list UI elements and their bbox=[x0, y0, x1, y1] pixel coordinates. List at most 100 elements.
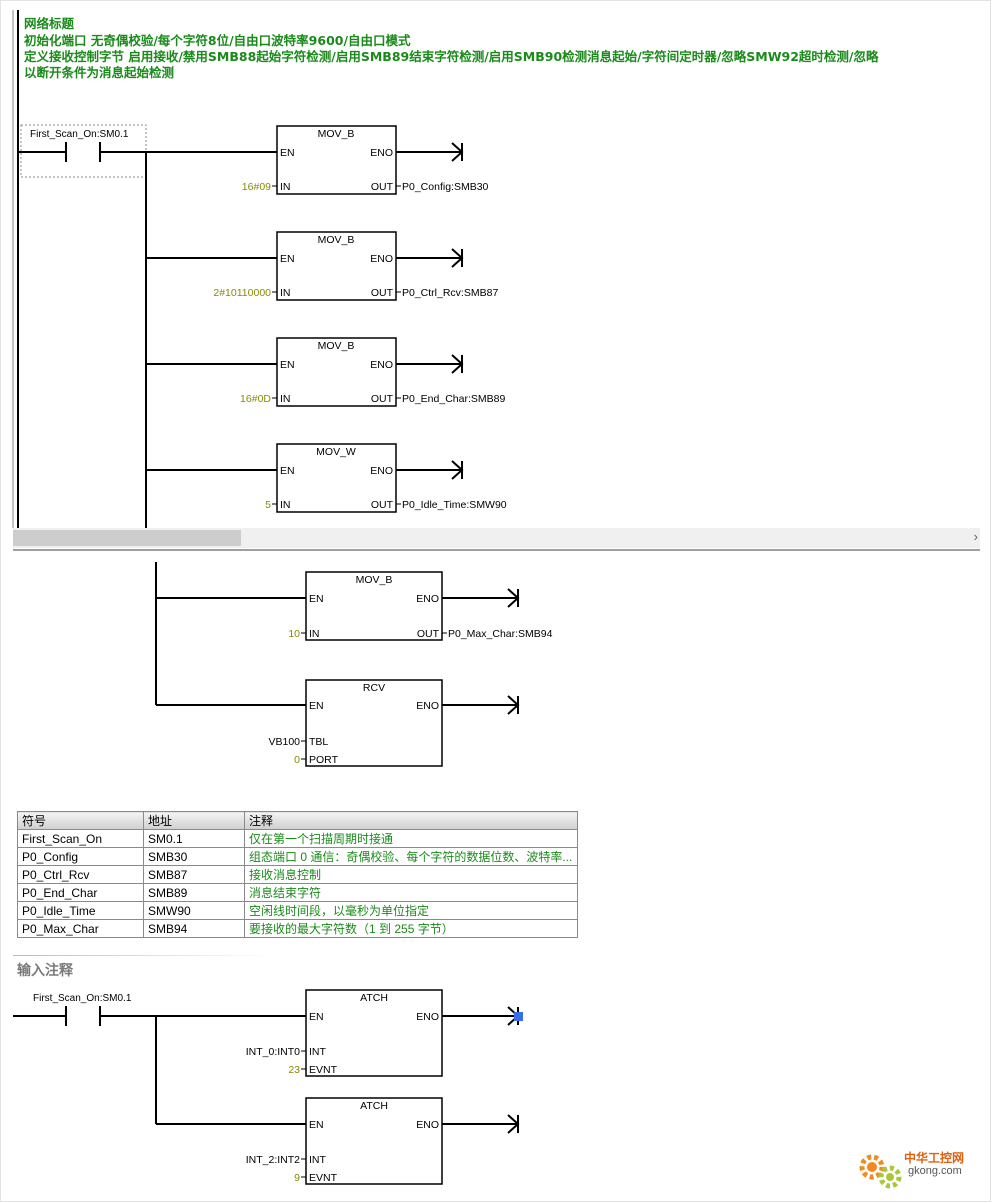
int-pin: INT bbox=[309, 1046, 327, 1058]
comment-cell: 组态端口 0 通信：奇偶校验、每个字符的数据位数、波特率... bbox=[244, 847, 578, 866]
header-symbol: 符号 bbox=[17, 811, 144, 830]
int-pin: INT bbox=[309, 1154, 327, 1166]
mov-b-block-2[interactable]: MOV_B EN ENO IN OUT 2#10110000 P0_Ctrl_R… bbox=[146, 231, 498, 301]
table-header-row: 符号 地址 注释 bbox=[17, 811, 578, 830]
block-name: ATCH bbox=[360, 1100, 388, 1112]
eno-pin: ENO bbox=[370, 465, 393, 477]
en-pin: EN bbox=[280, 147, 295, 159]
address-cell: SMB89 bbox=[143, 883, 245, 902]
block-name: MOV_B bbox=[318, 234, 355, 246]
address-cell: SMB94 bbox=[143, 919, 245, 938]
en-pin: EN bbox=[309, 700, 324, 712]
mov-b-block-1[interactable]: MOV_B EN ENO IN OUT 16#09 P0_Config:SMB3… bbox=[146, 125, 489, 195]
in-value[interactable]: 2#10110000 bbox=[213, 287, 271, 299]
scrollbar-thumb[interactable] bbox=[13, 530, 241, 546]
atch-block-1[interactable]: ATCH EN ENO INT EVNT INT_0:INT0 23 bbox=[156, 989, 523, 1077]
ladder-network-1-continued: MOV_B EN ENO IN OUT 10 P0_Max_Char:SMB94… bbox=[155, 562, 553, 767]
in-value[interactable]: 10 bbox=[288, 628, 300, 640]
in-pin: IN bbox=[309, 628, 320, 640]
mov-b-block-3[interactable]: MOV_B EN ENO IN OUT 16#0D P0_End_Char:SM… bbox=[146, 337, 505, 407]
eno-pin: ENO bbox=[416, 700, 439, 712]
en-pin: EN bbox=[280, 359, 295, 371]
block-name: MOV_W bbox=[316, 446, 356, 458]
table-row[interactable]: P0_Max_Char SMB94 要接收的最大字符数（1 到 255 字节） bbox=[17, 919, 578, 938]
header-address: 地址 bbox=[143, 811, 245, 830]
tbl-value[interactable]: VB100 bbox=[268, 736, 300, 748]
mov-b-block-5[interactable]: MOV_B EN ENO IN OUT 10 P0_Max_Char:SMB94 bbox=[156, 571, 553, 641]
in-value[interactable]: 16#0D bbox=[240, 393, 271, 405]
header-comment: 注释 bbox=[244, 811, 578, 830]
network-title: 网络标题 bbox=[24, 16, 75, 31]
address-cell: SMB87 bbox=[143, 865, 245, 884]
input-comment-field[interactable]: 输入注释 bbox=[17, 963, 73, 979]
out-value[interactable]: P0_Idle_Time:SMW90 bbox=[402, 499, 507, 511]
symbol-cell: First_Scan_On bbox=[17, 829, 144, 848]
block-name: MOV_B bbox=[356, 574, 393, 586]
en-pin: EN bbox=[280, 465, 295, 477]
en-pin: EN bbox=[309, 1119, 324, 1131]
out-pin: OUT bbox=[417, 628, 440, 640]
out-value[interactable]: P0_End_Char:SMB89 bbox=[402, 393, 505, 405]
in-pin: IN bbox=[280, 181, 291, 193]
en-pin: EN bbox=[280, 253, 295, 265]
symbol-cell: P0_Max_Char bbox=[17, 919, 144, 938]
mov-w-block-4[interactable]: MOV_W EN ENO IN OUT 5 P0_Idle_Time:SMW90 bbox=[146, 443, 507, 513]
table-row[interactable]: First_Scan_On SM0.1 仅在第一个扫描周期时接通 bbox=[17, 829, 578, 848]
eno-pin: ENO bbox=[370, 253, 393, 265]
out-pin: OUT bbox=[371, 287, 394, 299]
comment-cell: 要接收的最大字符数（1 到 255 字节） bbox=[244, 919, 578, 938]
in-value[interactable]: 5 bbox=[265, 499, 271, 511]
selection-cursor[interactable] bbox=[514, 1012, 523, 1021]
en-pin: EN bbox=[309, 1011, 324, 1023]
network-comment-line-2: 定义接收控制字节 启用接收/禁用SMB88起始字符检测/启用SMB89结束字符检… bbox=[24, 49, 879, 64]
contact-label: First_Scan_On:SM0.1 bbox=[30, 129, 129, 140]
port-value[interactable]: 0 bbox=[294, 754, 300, 766]
out-value[interactable]: P0_Max_Char:SMB94 bbox=[448, 628, 553, 640]
gkong-watermark-logo: 中华工控网 gkong.com bbox=[856, 1145, 984, 1195]
network-separator bbox=[13, 955, 273, 956]
ladder-network-2: First_Scan_On:SM0.1 ATCH EN ENO INT EVNT… bbox=[13, 989, 523, 1185]
scroll-right-arrow-icon[interactable]: › bbox=[973, 529, 978, 544]
out-value[interactable]: P0_Config:SMB30 bbox=[402, 181, 489, 193]
table-row[interactable]: P0_Config SMB30 组态端口 0 通信：奇偶校验、每个字符的数据位数… bbox=[17, 847, 578, 866]
eno-pin: ENO bbox=[416, 1011, 439, 1023]
network-comment-line-3: 以断开条件为消息起始检测 bbox=[24, 65, 175, 80]
watermark-url: gkong.com bbox=[908, 1165, 962, 1177]
evnt-pin: EVNT bbox=[309, 1172, 338, 1184]
comment-cell: 接收消息控制 bbox=[244, 865, 578, 884]
symbol-cell: P0_Ctrl_Rcv bbox=[17, 865, 144, 884]
symbol-cell: P0_End_Char bbox=[17, 883, 144, 902]
watermark-title: 中华工控网 bbox=[904, 1151, 965, 1165]
eno-pin: ENO bbox=[416, 593, 439, 605]
out-pin: OUT bbox=[371, 393, 394, 405]
out-value[interactable]: P0_Ctrl_Rcv:SMB87 bbox=[402, 287, 498, 299]
block-name: RCV bbox=[363, 682, 385, 694]
int-value[interactable]: INT_2:INT2 bbox=[246, 1154, 300, 1166]
evnt-value[interactable]: 9 bbox=[294, 1172, 300, 1184]
in-pin: IN bbox=[280, 287, 291, 299]
address-cell: SM0.1 bbox=[143, 829, 245, 848]
int-value[interactable]: INT_0:INT0 bbox=[246, 1046, 300, 1058]
comment-cell: 消息结束字符 bbox=[244, 883, 578, 902]
out-pin: OUT bbox=[371, 499, 394, 511]
atch-block-2[interactable]: ATCH EN ENO INT EVNT INT_2:INT2 9 bbox=[156, 1097, 520, 1185]
in-pin: IN bbox=[280, 393, 291, 405]
in-value[interactable]: 16#09 bbox=[242, 181, 271, 193]
rcv-block[interactable]: RCV EN ENO TBL PORT VB100 0 bbox=[156, 679, 520, 767]
block-name: ATCH bbox=[360, 992, 388, 1004]
in-pin: IN bbox=[280, 499, 291, 511]
block-name: MOV_B bbox=[318, 340, 355, 352]
section-divider bbox=[13, 549, 980, 551]
out-pin: OUT bbox=[371, 181, 394, 193]
table-row[interactable]: P0_Ctrl_Rcv SMB87 接收消息控制 bbox=[17, 865, 578, 884]
horizontal-scrollbar[interactable]: › bbox=[13, 528, 980, 548]
evnt-value[interactable]: 23 bbox=[288, 1064, 300, 1076]
evnt-pin: EVNT bbox=[309, 1064, 338, 1076]
contact-label: First_Scan_On:SM0.1 bbox=[33, 993, 132, 1004]
address-cell: SMB30 bbox=[143, 847, 245, 866]
eno-pin: ENO bbox=[416, 1119, 439, 1131]
eno-pin: ENO bbox=[370, 147, 393, 159]
table-row[interactable]: P0_End_Char SMB89 消息结束字符 bbox=[17, 883, 578, 902]
table-row[interactable]: P0_Idle_Time SMW90 空闲线时间段，以毫秒为单位指定 bbox=[17, 901, 578, 920]
